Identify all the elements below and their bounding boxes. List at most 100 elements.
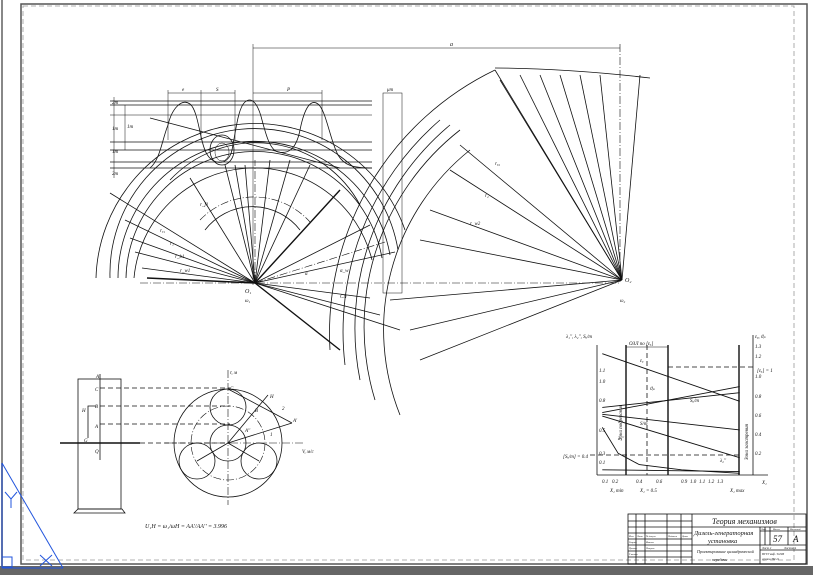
radius-label: r_f1 <box>200 203 208 208</box>
point-label: C <box>95 388 99 393</box>
name-label: Петров <box>645 547 655 550</box>
org-label-2: группа ТМ-21 <box>762 557 780 561</box>
radius-label: rₐ₁ <box>160 229 165 234</box>
y-right-tick-label: 0.6 <box>755 414 762 419</box>
x-tick-label: 1.1 <box>699 480 705 485</box>
y-left-marker: [Sₐ/m] = 0.4 <box>563 455 588 460</box>
planetary-front-view: r, м V, м/с A' A'' B C H 1 2 U₁H = ω₁/ωH… <box>145 370 314 530</box>
point-label: G <box>84 439 88 444</box>
scale-letter: А <box>792 534 799 544</box>
sheet-label: Лист 2 <box>761 546 772 550</box>
x-chart: ОЗЛ по [εₐ] λ₁'', λ₂'', Sₐ/m εₐ, ϑₚ X₁ [… <box>563 335 773 494</box>
velocity-point-label: H <box>269 395 274 400</box>
omega-2-label: ω₂ <box>620 299 626 304</box>
sheet-number: 57 <box>773 534 783 544</box>
radius-label: r₁ <box>170 242 174 247</box>
series-line-3 <box>602 392 740 408</box>
y-left-tick-label: 0.1 <box>599 461 605 466</box>
y-right-tick-label: 1.3 <box>755 345 762 350</box>
x-tick-label: 1.2 <box>708 480 715 485</box>
title-block: Теория механизмов Дизель-генераторная ус… <box>627 513 807 565</box>
drawing-subtitle: Проектирование цилиндрической <box>696 549 754 554</box>
series-label: εₐ <box>640 359 644 364</box>
y-right-tick-label: 0.4 <box>755 433 762 438</box>
x-tick-label: 0.6 <box>656 480 663 485</box>
point-label: B <box>95 405 98 410</box>
radius-label: r_w2 <box>470 222 481 227</box>
y-left-tick-label: 1.1 <box>599 369 605 374</box>
y-right-tick-label: 1.0 <box>755 375 762 380</box>
axis-v-label: V, м/с <box>302 450 314 455</box>
y-left-tick-label: 1.0 <box>599 380 606 385</box>
y-right-marker: [εₐ] = 1 <box>757 369 773 374</box>
role-label: Подпись <box>667 535 678 538</box>
velocity-point-label: 1 <box>270 433 273 438</box>
rack-height-label: 1m <box>112 150 119 155</box>
angle-alpha-w-label: α_w <box>340 269 349 274</box>
dimension-a-label: a <box>450 42 453 48</box>
y-right-tick-label: 1.2 <box>755 355 762 360</box>
series-label: Sₐ/m <box>690 399 699 404</box>
x-tick-label: 1.3 <box>717 480 724 485</box>
scale-header: Масштаб <box>789 528 801 531</box>
line-of-action-label: CN <box>340 295 347 300</box>
pitch-label: P <box>286 88 290 93</box>
point-label: A <box>94 425 99 430</box>
center-o1-label: O₁ <box>245 289 251 295</box>
role-label: Провер. <box>628 547 638 550</box>
inner-frame <box>22 5 795 561</box>
name-label: Иванов <box>645 541 655 544</box>
ozl-label: ОЗЛ по [εₐ] <box>629 342 653 347</box>
zone-label: Зона заострения <box>745 423 750 460</box>
y-right-tick-label: 0.8 <box>755 395 762 400</box>
subject-title: Теория механизмов <box>712 517 777 526</box>
lit-header: Лит. <box>760 528 767 531</box>
drawing-subtitle-2: передачи <box>712 557 727 562</box>
rack-height-label: 1m <box>127 125 134 130</box>
x-tick-label: 0.9 <box>681 480 688 485</box>
x-label: X₁ <box>761 481 767 486</box>
series-line-1 <box>602 413 740 431</box>
x-marker-label: X₁ = 0.5 <box>639 489 657 494</box>
org-label: ВГТУ каф. ТиЭМ <box>762 552 784 556</box>
role-label: Разраб. <box>628 541 637 544</box>
y-left-tick-label: 0.5 <box>599 429 606 434</box>
x-marker-label: X₁ max <box>729 489 745 494</box>
x-tick-label: 0.2 <box>612 480 619 485</box>
center-o2-label: O₂ <box>625 278 631 284</box>
drawing-title: Дизель-генераторная <box>693 530 753 537</box>
series-line-4 <box>602 415 740 459</box>
module-width-label: μm <box>387 88 394 93</box>
series-line-6 <box>602 469 740 472</box>
point-label: H <box>81 409 86 414</box>
radius-label: r₂ <box>485 194 489 199</box>
velocity-point-label: A' <box>292 419 298 424</box>
rack-height-label: 2m <box>112 172 119 177</box>
point-label: Q <box>95 450 99 455</box>
sheets-label: Листов 4 <box>783 546 797 550</box>
tooth-thickness-label: S <box>216 88 219 93</box>
y-left-tick-label: 0.8 <box>599 399 606 404</box>
radius-label: r_b1 <box>175 255 184 260</box>
role-label: Изм. <box>628 535 634 538</box>
radius-label: r_w1 <box>180 269 190 274</box>
omega-1-label: ω₁ <box>245 299 251 304</box>
y-right-tick-label: 0.2 <box>755 452 762 457</box>
mass-header: Масса <box>772 528 780 531</box>
rack-height-label: 1m <box>112 127 119 132</box>
y-left-label: λ₁'', λ₂'', Sₐ/m <box>565 335 592 340</box>
series-label: S/m <box>640 422 648 427</box>
role-label: № докум. <box>645 535 656 538</box>
tooth-space-label: e <box>182 88 185 93</box>
outer-frame <box>20 3 808 565</box>
gear-1-sector: rₐ₁ r₁ r_b1 r_w1 r_f1 O₁ ω₁ α α_w CN <box>95 123 620 351</box>
series-label: λ₁'' <box>617 437 625 442</box>
velocity-point-label: 2 <box>282 407 285 412</box>
point-label: A <box>95 375 100 380</box>
rack-height-label: 2m <box>112 101 119 106</box>
x-marker-label: X₁ min <box>609 489 624 494</box>
role-label: Лист <box>636 535 643 538</box>
series-label: ϑₚ <box>650 387 655 392</box>
gear-ratio-formula: U₁H = ω₁/ωH = AA'/AA'' = 3.996 <box>145 524 227 530</box>
